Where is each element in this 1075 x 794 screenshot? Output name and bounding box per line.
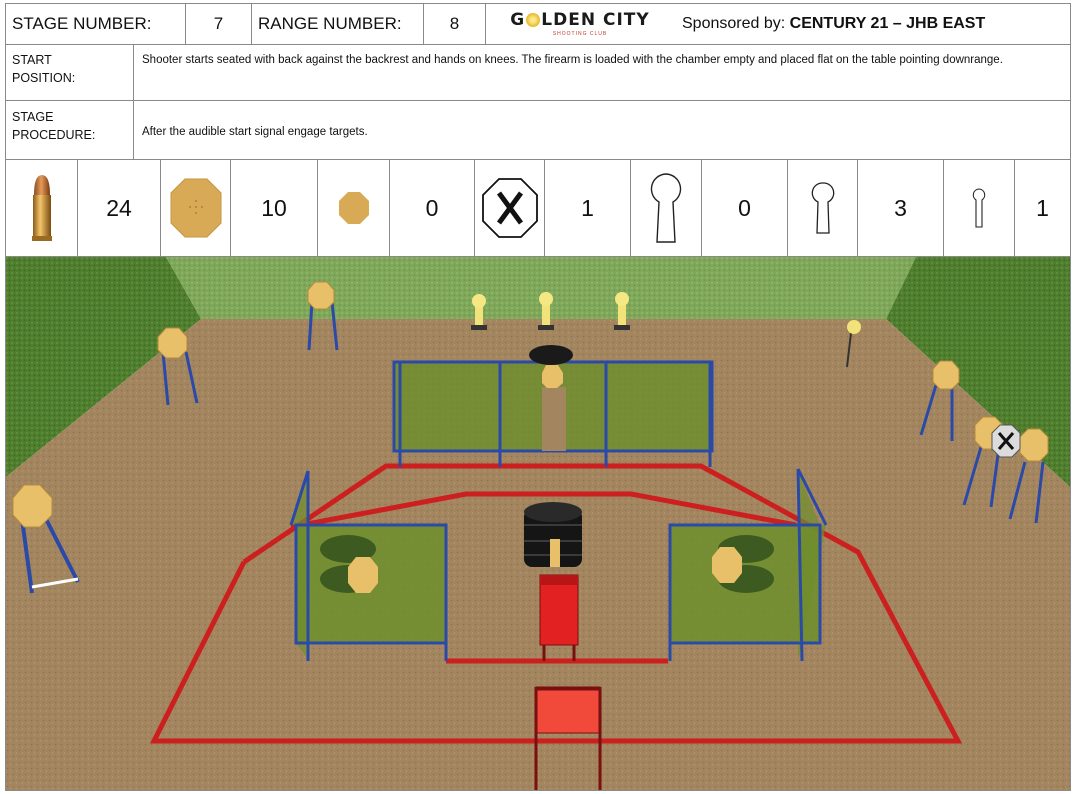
medium-popper-icon xyxy=(788,160,858,256)
sponsor-block: Sponsored by: CENTURY 21 – JHB EAST xyxy=(674,4,1070,44)
tyre-stack xyxy=(524,502,582,567)
start-position-row: START POSITION: Shooter starts seated wi… xyxy=(6,44,1070,101)
stage-number-value: 7 xyxy=(186,4,252,44)
steel-plate-target xyxy=(542,365,563,388)
sponsor-prefix: Sponsored by: xyxy=(682,15,785,33)
bullet-icon xyxy=(6,160,78,256)
logo-letter: G xyxy=(510,12,525,29)
steel-plate-target xyxy=(712,547,742,583)
logo-target-icon xyxy=(526,13,540,27)
medium-popper-count: 3 xyxy=(858,160,944,256)
stage-layout-render xyxy=(6,257,1070,790)
small-popper-count: 1 xyxy=(1015,160,1070,256)
stage-procedure-row: STAGE PROCEDURE: After the audible start… xyxy=(6,101,1070,160)
range-number-label: RANGE NUMBER: xyxy=(252,4,424,44)
start-position-text: Shooter starts seated with back against … xyxy=(134,44,1070,100)
logo-subtext: SHOOTING CLUB xyxy=(553,31,607,37)
large-steel-plate-count: 10 xyxy=(231,160,318,256)
back-barrier-wall xyxy=(394,345,712,467)
large-popper-count: 0 xyxy=(702,160,788,256)
small-steel-plate-count: 0 xyxy=(390,160,475,256)
start-position-label: START POSITION: xyxy=(6,44,134,100)
range-number-value: 8 xyxy=(424,4,486,44)
logo-wordmark: LDEN CITY xyxy=(541,12,649,29)
no-shoot-count: 1 xyxy=(545,160,631,256)
target-count-row: 24 10 0 1 xyxy=(6,160,1070,257)
back-berm xyxy=(166,257,916,319)
stage-number-label: STAGE NUMBER: xyxy=(6,4,186,44)
stage-procedure-text: After the audible start signal engage ta… xyxy=(134,101,1070,159)
large-popper-icon xyxy=(631,160,702,256)
steel-plate-target xyxy=(348,557,378,593)
large-steel-plate-icon xyxy=(161,160,231,256)
small-popper-icon xyxy=(944,160,1015,256)
no-shoot-target-icon xyxy=(475,160,545,256)
no-shoot-target xyxy=(992,425,1020,457)
stage-sheet: STAGE NUMBER: 7 RANGE NUMBER: 8 G LDEN C… xyxy=(5,3,1071,791)
stage-procedure-label: STAGE PROCEDURE: xyxy=(6,101,134,159)
club-logo: G LDEN CITY SHOOTING CLUB xyxy=(486,4,674,44)
sponsor-name: CENTURY 21 – JHB EAST xyxy=(790,15,986,33)
bullet-count: 24 xyxy=(78,160,161,256)
header-row: STAGE NUMBER: 7 RANGE NUMBER: 8 G LDEN C… xyxy=(6,4,1070,45)
small-steel-plate-icon xyxy=(318,160,390,256)
